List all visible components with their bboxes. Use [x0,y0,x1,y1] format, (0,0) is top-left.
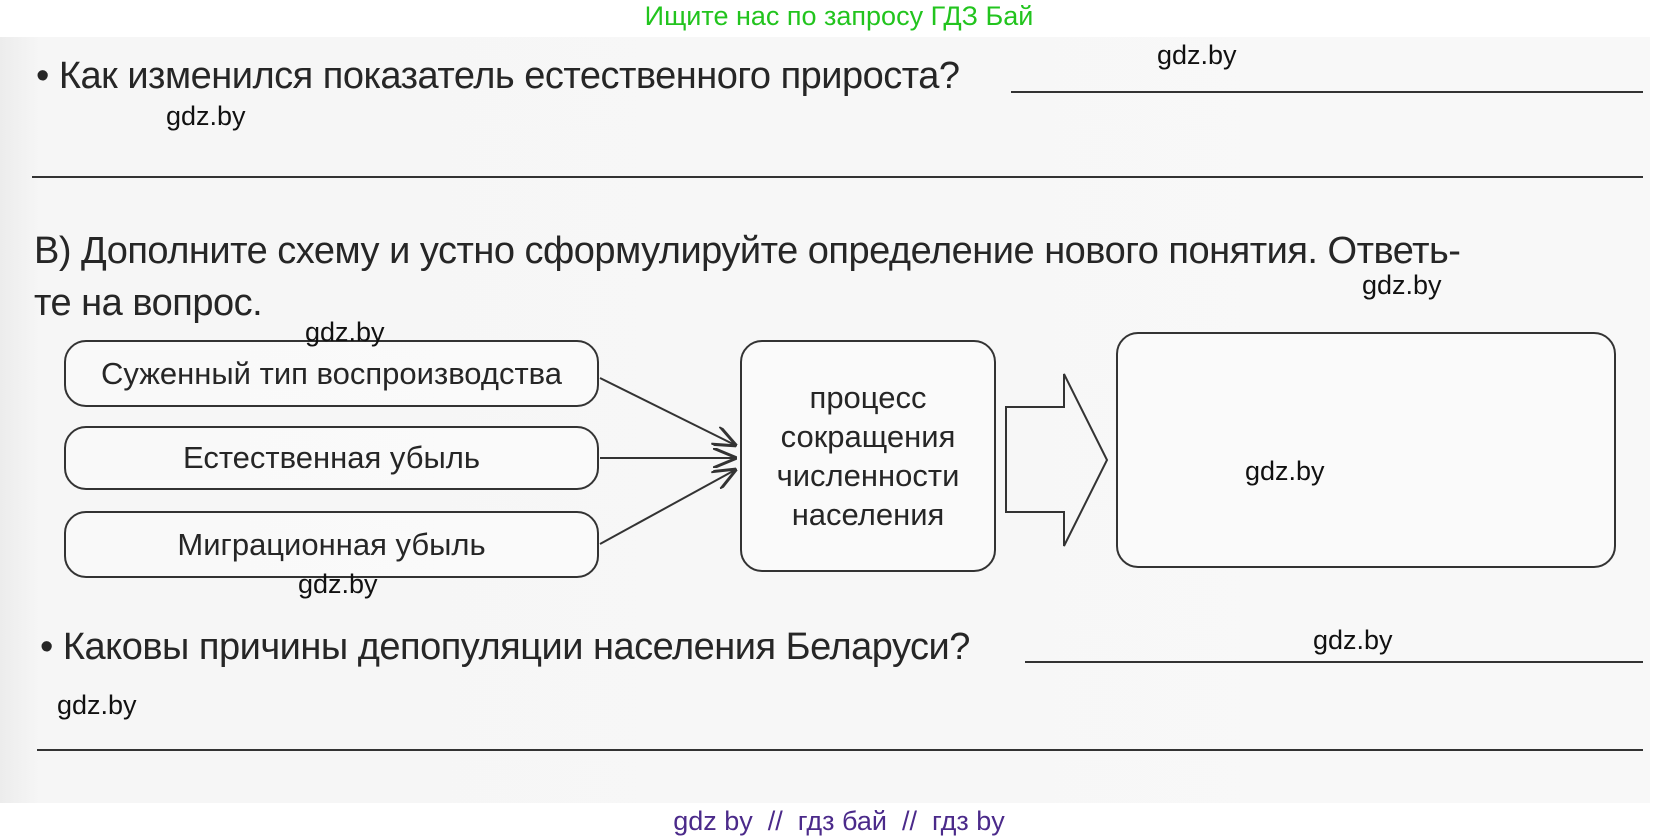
watermark: gdz.by [298,569,378,599]
footer-links: gdz by // гдз бай // гдз by [673,806,1005,836]
watermark: gdz.by [1157,40,1237,70]
task-heading: В) Дополните схему и устно сформулируйте… [34,230,1461,272]
block-arrow [1005,373,1109,547]
watermark: gdz.by [1362,270,1442,300]
scheme-input-box: Естественная убыль [64,426,599,490]
textbook-page [0,37,1650,803]
process-line: процесс [809,380,927,415]
watermark: gdz.by [57,690,137,720]
answer-line [1025,661,1643,663]
arrow-1 [599,377,735,445]
question-2: • Каковы причины депопуляции населения Б… [40,626,971,668]
scheme-result-box[interactable] [1116,332,1616,568]
process-line: сокращения [780,419,956,454]
arrow-3 [599,470,735,545]
watermark: gdz.by [166,101,246,131]
process-line: населения [791,497,945,532]
question-1: • Как изменился показатель естественного… [36,55,960,97]
question-1-text: Как изменился показатель естественного п… [58,55,960,97]
question-2-text: Каковы причины депопуляции населения Бел… [62,626,971,668]
scheme-process-box: процесс сокращения численности населения [740,340,996,572]
process-line: численности [776,458,960,493]
answer-line [32,176,1643,178]
answer-line [1011,91,1643,93]
task-heading-cont: те на вопрос. [34,282,263,324]
scheme-input-box: Миграционная убыль [64,511,599,578]
scheme-input-box: Суженный тип воспроизводства [64,340,599,407]
watermark: gdz.by [1313,625,1393,655]
watermark: gdz.by [305,317,385,347]
search-banner: Ищите нас по запросу ГДЗ Бай [644,1,1034,31]
answer-line [37,749,1643,751]
watermark: gdz.by [1245,456,1325,486]
